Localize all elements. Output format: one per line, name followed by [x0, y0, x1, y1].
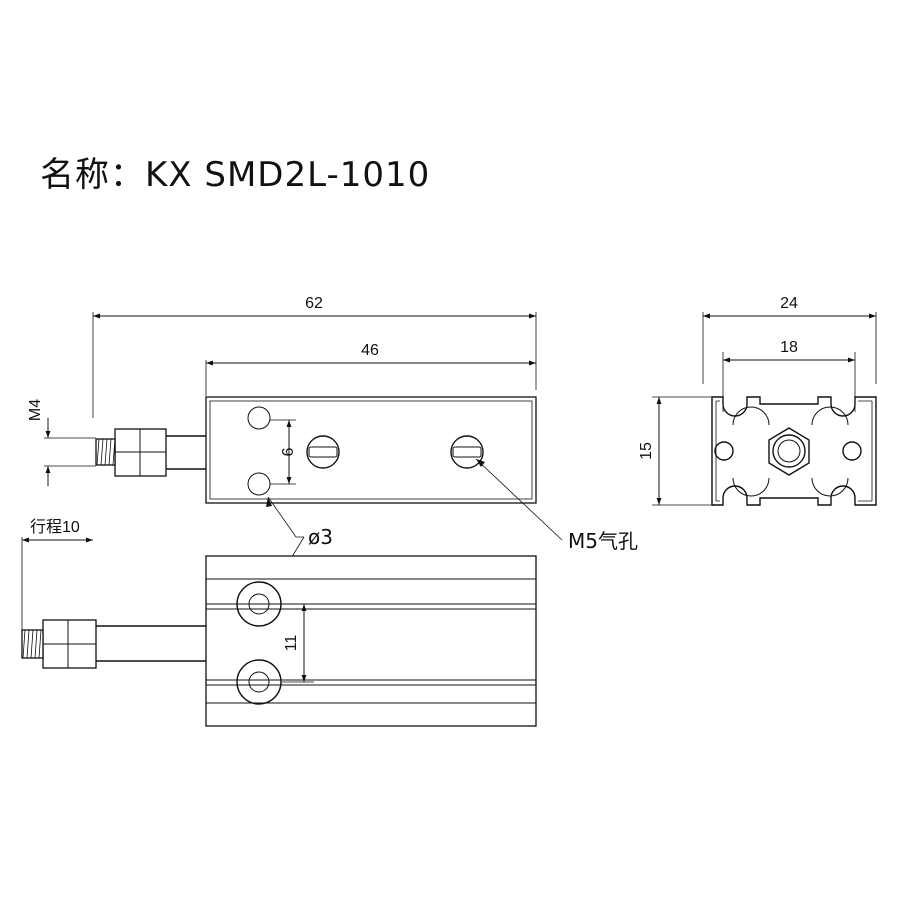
dim-label-46: 46 [361, 342, 379, 359]
cylinder-body-top [205, 396, 537, 504]
dim-label-m4: M4 [27, 399, 44, 421]
side-view: 11 [21, 555, 537, 727]
dim-label-stroke: 行程10 [30, 518, 80, 536]
profile-outline [711, 396, 877, 506]
label-air-port: M5气孔 [568, 529, 638, 553]
dim-label-11: 11 [283, 635, 300, 652]
air-port-1 [306, 435, 340, 469]
end-hole-right [842, 441, 862, 461]
end-view: 24 18 15 [638, 295, 877, 506]
top-view: 62 46 M4 9 [21, 295, 638, 630]
drawing-title: 名称：KX SMD2L-1010 [40, 155, 430, 195]
cylinder-body-side [205, 555, 537, 727]
dim-label-15: 15 [638, 442, 655, 460]
end-hole-left [714, 441, 734, 461]
center-hex-nut [768, 427, 810, 476]
dim-label-62: 62 [305, 295, 323, 312]
mount-hole-side-1 [236, 581, 282, 627]
label-hole-diameter: ø3 [308, 525, 333, 549]
dim-label-24: 24 [780, 295, 798, 312]
dim-label-9: 9 [278, 448, 295, 457]
dim-label-18: 18 [780, 339, 798, 356]
hole-diameter-leader: ø3 [261, 496, 333, 591]
mount-hole-top-1 [247, 406, 271, 430]
mount-hole-side-2 [236, 659, 282, 705]
air-port-2 [450, 435, 484, 469]
